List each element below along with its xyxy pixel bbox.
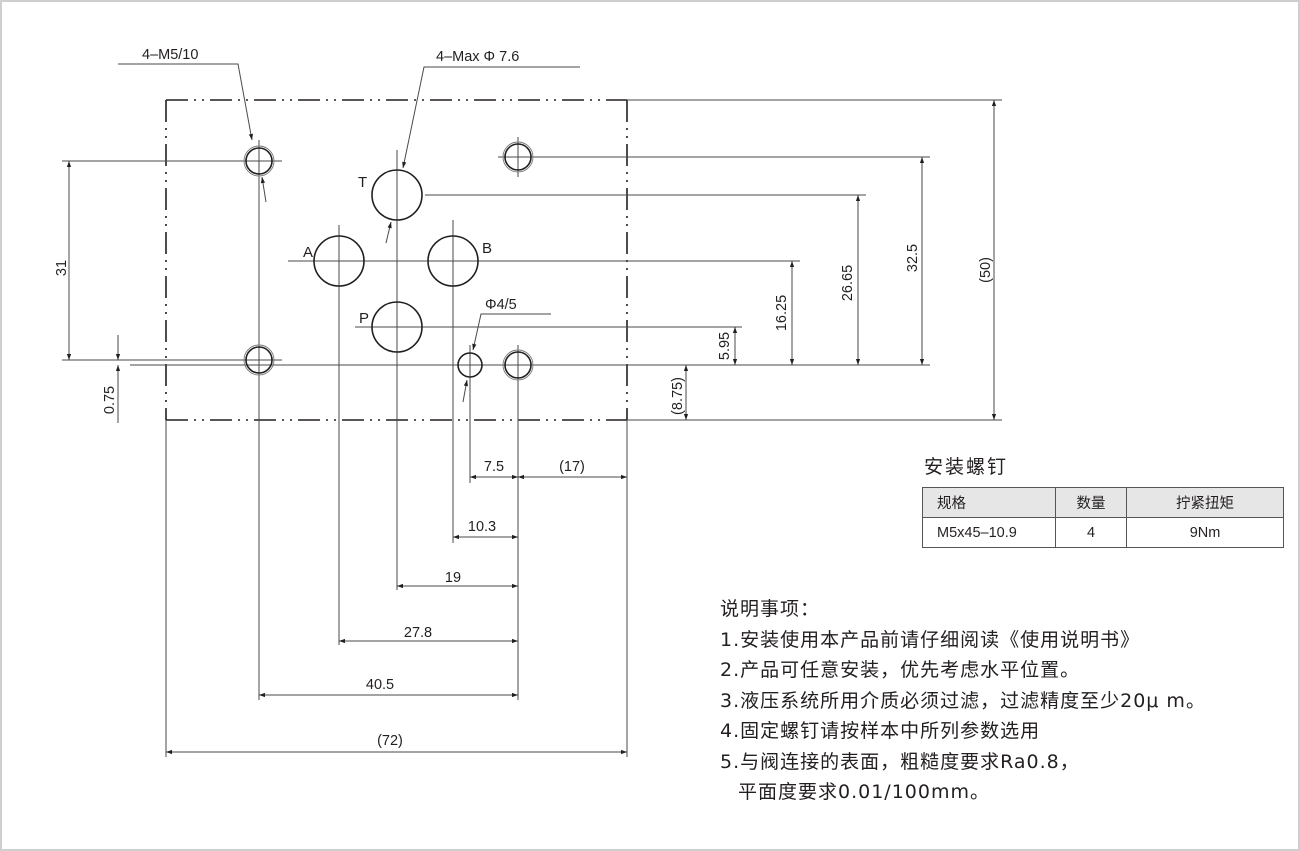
callout-mount-thread-text: 4–M5/10 bbox=[142, 47, 198, 63]
notes-section: 说明事项： 1.安装使用本产品前请仔细阅读《使用说明书》 2.产品可任意安装，优… bbox=[720, 594, 1206, 808]
dimension-0.75: 0.75 bbox=[102, 335, 121, 423]
callout-port-max-dia-text: 4–Max Φ 7.6 bbox=[436, 49, 519, 65]
port-B bbox=[427, 235, 479, 287]
dimension-5.95: 5.95 bbox=[717, 327, 738, 365]
svg-text:7.5: 7.5 bbox=[484, 459, 504, 475]
note-item-continuation: 平面度要求0.01/100mm。 bbox=[738, 781, 990, 803]
header-torque: 拧紧扭矩 bbox=[1126, 487, 1284, 518]
table-row: M5x45–10.9 4 9Nm bbox=[922, 517, 1284, 548]
port-label-A: A bbox=[303, 244, 313, 261]
svg-text:32.5: 32.5 bbox=[905, 244, 921, 272]
mounting-hole-top-left bbox=[243, 145, 275, 177]
callout-pin-hole: Φ4/5 bbox=[462, 297, 551, 403]
dimension-31: 31 bbox=[54, 161, 72, 360]
callout-port-max-dia: 4–Max Φ 7.6 bbox=[385, 49, 580, 244]
cell-spec: M5x45–10.9 bbox=[922, 517, 1056, 548]
dimension-7.5: 7.5 bbox=[470, 459, 518, 480]
mounting-hole-bottom-right bbox=[502, 349, 534, 381]
svg-text:0.75: 0.75 bbox=[102, 386, 118, 414]
svg-text:19: 19 bbox=[445, 570, 461, 586]
note-item: 2.产品可任意安装，优先考虑水平位置。 bbox=[720, 659, 1081, 681]
svg-text:(8.75): (8.75) bbox=[670, 377, 686, 415]
note-item: 4.固定螺钉请按样本中所列参数选用 bbox=[720, 720, 1041, 742]
port-T bbox=[371, 169, 423, 221]
dimension-17: (17) bbox=[518, 459, 627, 480]
header-spec: 规格 bbox=[922, 487, 1056, 518]
notes-title: 说明事项： bbox=[720, 598, 821, 620]
screw-table: 规格 数量 拧紧扭矩 M5x45–10.9 4 9Nm bbox=[922, 487, 1284, 548]
dimension-32.5: 32.5 bbox=[905, 157, 925, 365]
note-item: 3.液压系统所用介质必须过滤，过滤精度至少20μ m。 bbox=[720, 689, 1206, 712]
svg-text:(17): (17) bbox=[559, 459, 585, 475]
svg-text:27.8: 27.8 bbox=[404, 625, 432, 641]
svg-text:16.25: 16.25 bbox=[774, 295, 790, 331]
dimension-19: 19 bbox=[397, 570, 518, 589]
callout-pin-hole-text: Φ4/5 bbox=[485, 297, 517, 313]
dimension-72: (72) bbox=[166, 733, 627, 755]
port-label-T: T bbox=[358, 174, 367, 191]
dimension-10.3: 10.3 bbox=[453, 519, 518, 540]
screw-table-title: 安装螺钉 bbox=[924, 456, 1009, 478]
dimension-40.5: 40.5 bbox=[259, 677, 518, 698]
cell-quantity: 4 bbox=[1055, 517, 1127, 548]
locating-pin-hole bbox=[457, 352, 483, 378]
mounting-hole-bottom-left bbox=[243, 344, 275, 376]
dimension-8.75: (8.75) bbox=[670, 365, 689, 420]
dimension-27.8: 27.8 bbox=[339, 625, 518, 644]
screw-table-header: 规格 数量 拧紧扭矩 bbox=[922, 487, 1284, 518]
svg-text:31: 31 bbox=[54, 260, 70, 276]
port-P bbox=[371, 301, 423, 353]
svg-text:26.65: 26.65 bbox=[840, 265, 856, 301]
dimension-26.65: 26.65 bbox=[840, 195, 861, 365]
cell-torque: 9Nm bbox=[1126, 517, 1284, 548]
svg-text:10.3: 10.3 bbox=[468, 519, 496, 535]
dimension-16.25: 16.25 bbox=[774, 261, 795, 365]
header-quantity: 数量 bbox=[1055, 487, 1127, 518]
port-A bbox=[313, 235, 365, 287]
svg-text:(72): (72) bbox=[377, 733, 403, 749]
port-label-B: B bbox=[482, 240, 492, 257]
extension-lines bbox=[62, 99, 1002, 757]
note-item: 1.安装使用本产品前请仔细阅读《使用说明书》 bbox=[720, 628, 1141, 651]
svg-text:40.5: 40.5 bbox=[366, 677, 394, 693]
port-label-P: P bbox=[359, 310, 369, 327]
svg-text:(50): (50) bbox=[978, 257, 994, 283]
dimension-50: (50) bbox=[978, 100, 997, 420]
mounting-hole-top-right bbox=[502, 141, 534, 173]
note-item: 5.与阀连接的表面，粗糙度要求Ra0.8， bbox=[720, 750, 1080, 773]
svg-text:5.95: 5.95 bbox=[717, 332, 733, 360]
callout-mount-thread: 4–M5/10 bbox=[118, 47, 267, 203]
